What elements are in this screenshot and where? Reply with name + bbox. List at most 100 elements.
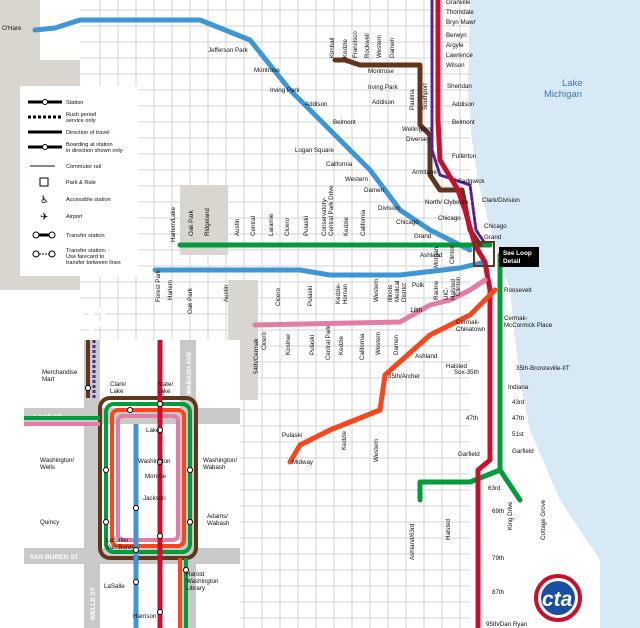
station-label-clark_division: Clark/Division — [482, 197, 520, 204]
pink-line — [252, 277, 488, 328]
station-label-kedzie_homan-0: Kedzie- — [335, 283, 342, 304]
rail-lines — [32, 0, 523, 628]
loop-station-label-state_lake-0: State/ — [157, 381, 173, 388]
blue-line-forest-park-branch — [152, 259, 488, 278]
park-and-ride-icon — [39, 177, 49, 187]
lake-michigan-water — [460, 0, 640, 628]
loop-station-label-state_lake-1: Lake — [157, 388, 171, 395]
loop-station-label-merchandise_mart-1: Mart — [42, 376, 55, 383]
station-label-forest_park: Forest Park — [155, 269, 162, 302]
station-label-pulaski_blue: Pulaski — [307, 286, 314, 306]
blue-line-ohare-branch — [32, 17, 473, 253]
station-label-grand_red: Grand — [484, 234, 502, 241]
lake-label-2: Michigan — [544, 89, 582, 100]
station-label-diversey: Diversey — [406, 136, 431, 143]
loop-station-label-lasalle-0: LaSalle — [104, 583, 125, 590]
legend-transfer-out-2: Use farecard to — [66, 254, 104, 260]
station-label-pulaski_orange: Pulaski — [282, 432, 302, 439]
legend-rush-1: Rush period — [66, 112, 96, 118]
station-label-ohare: O'Hare — [2, 25, 22, 32]
station-label-central_green: Central — [250, 216, 257, 236]
station-label-damen_blue: Damen — [364, 187, 385, 194]
station-label-kedzie_orange: Kedzie — [341, 431, 348, 450]
cta-logo: cta — [534, 574, 582, 622]
legend-transfer: Transfer station — [66, 233, 105, 239]
station-label-fullerton: Fullerton — [452, 153, 477, 160]
station-label-halsted_green: Halsted — [445, 518, 452, 540]
station-label-chicago_blue: Chicago — [396, 219, 419, 226]
loop-station-label-harold_washington-1: Washington — [186, 578, 219, 585]
station-label-southport: Southport — [422, 83, 429, 110]
station-label-north_clybourn: North/ Clybourn — [425, 199, 469, 206]
loop-station-label-merchandise_mart-0: Merchandise — [42, 369, 78, 376]
station-label-grand_blue: Grand — [414, 233, 432, 240]
wells-st-band — [84, 340, 100, 628]
lake-label-1: Lake — [562, 78, 583, 89]
loop-station-label-washington-0: Washington — [138, 458, 171, 465]
station-label-pulaski_pink: Pulaski — [309, 335, 316, 355]
station-label-midway: Midway — [292, 459, 314, 466]
station-icon — [42, 99, 48, 105]
station-label-63rd: 63rd — [488, 485, 501, 492]
legend-park-ride: Park & Ride — [66, 180, 96, 186]
station-label-cermak_mccormick-1: McCormick Place — [504, 322, 553, 329]
station-label-king_drive: King Drive — [507, 501, 514, 530]
loop-station-label-washington_wabash-1: Wabash — [203, 464, 226, 471]
legend-boarding-1: Boarding at station — [66, 142, 113, 148]
station-label-western_orange: Western — [373, 439, 380, 462]
station-label-armitage: Armitage — [412, 169, 437, 176]
station-label-pulaski_green: Pulaski — [303, 216, 310, 236]
station-label-morgan: Morgan — [433, 246, 440, 268]
station-label-austin_green: Austin — [234, 218, 241, 236]
station-label-illinois_medical-1: Medical — [394, 281, 401, 302]
loop-station-label-adams_wabash-0: Adams/ — [207, 513, 228, 520]
station-label-argyle: Argyle — [446, 42, 464, 49]
station-label-uic_halsted-1: Halsted — [450, 278, 457, 300]
loop-station-label-quincy-0: Quincy — [40, 519, 60, 526]
station-label-western_blue2: Western — [373, 279, 380, 302]
station-label-conservatory-0: Conservatory- — [321, 197, 328, 236]
transfer-station-outside-icon — [32, 250, 56, 258]
station-label-western_pink: Western — [375, 332, 382, 355]
station-label-addison_blue: Addison — [305, 101, 328, 108]
station-label-garfield_red: Garfield — [458, 451, 480, 458]
station-label-chicago_brown: Chicago — [438, 215, 461, 222]
station-label-kostner: Kostner — [285, 334, 292, 355]
station-label-division_blue: Division — [378, 205, 400, 212]
station-label-47th_red: 47th — [466, 415, 479, 422]
station-label-cottage_grove: Cottage Grove — [540, 499, 547, 540]
see-loop-detail-box[interactable] — [499, 247, 539, 267]
station-label-cicero_blue: Cicero — [275, 288, 282, 306]
station-label-54th_cermak: 54th/Cermak — [253, 338, 260, 374]
loop-station-label-washington_wabash-0: Washington/ — [203, 457, 237, 464]
station-label-bryn_mawr: Bryn Mawr — [446, 19, 476, 26]
legend-rush-2: service only — [66, 118, 96, 124]
loop-station-label-lake-0: Lake — [146, 427, 160, 434]
legend-commuter: Commuter rail — [66, 164, 101, 170]
station-label-harlem_lake: Harlem/Lake — [170, 206, 177, 242]
station-label-cermak_chinatown-0: Cermak- — [456, 319, 480, 326]
station-label-kedzie_homan-1: Homan — [342, 283, 349, 304]
station-label-montrose_blue: Montrose — [254, 67, 280, 74]
wells-st-label: WELLS ST — [90, 587, 97, 620]
legend-station: Station — [66, 100, 83, 106]
loop-station-label-harold_washington-0: Harold — [186, 571, 205, 578]
station-label-cicero_pink: Cicero — [261, 332, 268, 350]
transfer-station-icon — [32, 231, 56, 239]
accessible-station-icon: ♿ — [40, 195, 49, 206]
station-label-austin_blue: Austin — [223, 284, 230, 302]
loop-detail-panel: LAKE ST VAN BUREN ST WELLS ST WABASH AVE — [24, 340, 240, 628]
station-label-racine: Racine — [433, 280, 440, 300]
station-label-berwyn: Berwyn — [446, 32, 467, 39]
station-label-87th: 87th — [492, 589, 505, 596]
station-label-sheridan: Sheridan — [447, 83, 472, 90]
see-loop-detail-line1: See Loop — [503, 250, 532, 257]
loop-station-label-washington_wells-1: Wells — [40, 464, 55, 471]
loop-station-label-harold_washington-2: Library — [186, 585, 206, 592]
station-label-rockwell: Rockwell — [364, 33, 371, 58]
station-label-69th: 69th — [492, 508, 505, 515]
station-label-conservatory-1: Central Park Drive — [328, 185, 335, 236]
station-label-ashland_pink: Ashland — [415, 353, 438, 360]
